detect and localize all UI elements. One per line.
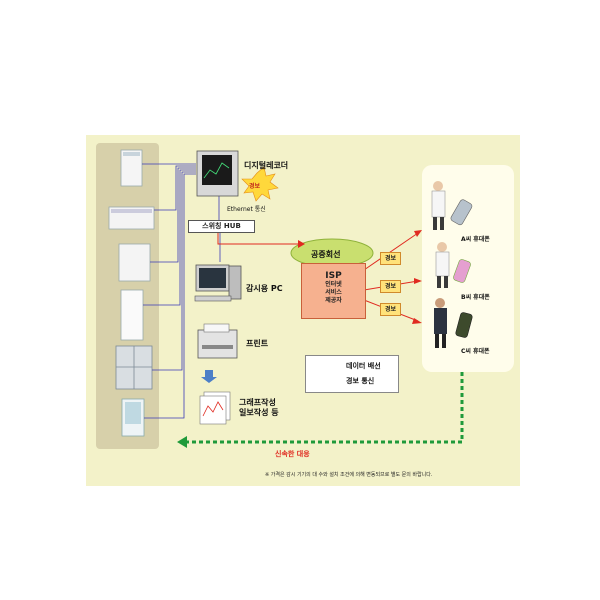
isp-line2: 서비스 — [325, 289, 342, 296]
alarm-burst-icon — [241, 166, 279, 202]
graph-label-line1: 그래프작성 — [239, 398, 276, 407]
cabinet-unit-4 — [115, 345, 153, 390]
person-a-icon — [431, 181, 446, 230]
phone-a-label: A씨 휴대폰 — [461, 236, 490, 243]
down-arrow-icon — [201, 370, 217, 383]
public-line-label: 공중회선 — [311, 250, 341, 259]
printer-label: 프린트 — [246, 339, 269, 348]
legend-data-label: 데이터 배선 — [346, 362, 381, 370]
freezer-unit-2 — [118, 243, 151, 282]
isp-line3: 제공자 — [325, 297, 342, 304]
graph-label-line2: 일보작성 등 — [239, 408, 279, 417]
alarm-burst-label: 경보 — [249, 183, 261, 190]
printer-icon — [197, 323, 238, 359]
response-line — [186, 372, 464, 444]
phone-b-label: B씨 휴대폰 — [461, 294, 490, 301]
refrigerator-unit-3 — [120, 289, 144, 341]
isp-title: ISP — [325, 271, 342, 281]
alarm-badge-c: 경보 — [380, 303, 401, 316]
alarm-arrowheads — [298, 230, 422, 324]
monitor-pc-icon — [194, 264, 242, 302]
phone-c-icon — [455, 312, 473, 338]
response-arrowhead — [177, 436, 187, 448]
alarm-badge-a: 경보 — [380, 252, 401, 265]
phone-c-label: C씨 휴대폰 — [461, 348, 490, 355]
data-wiring-lines — [142, 163, 221, 419]
ethernet-label: Ethernet 통신 — [227, 206, 266, 213]
legend-box: 데이터 배선 경보 통신 — [305, 355, 399, 393]
display-case-unit-5 — [121, 398, 145, 437]
isp-line1: 인터넷 — [325, 281, 342, 288]
digital-recorder-label: 디지털레코더 — [244, 161, 289, 170]
digital-recorder-device — [196, 150, 239, 197]
isp-box: ISP 인터넷 서비스 제공자 — [301, 263, 366, 319]
person-c-icon — [434, 298, 447, 348]
footnote: ※ 가격은 감시 기기의 대 수와 설치 조건에 의해 변동되므로 별도 문의 … — [265, 472, 433, 478]
phone-b-icon — [453, 259, 471, 283]
refrigerator-unit-1 — [120, 149, 143, 187]
freezer-chest-unit — [108, 206, 155, 230]
graph-report-icon — [199, 391, 231, 425]
phone-a-icon — [450, 199, 473, 226]
monitor-pc-label: 감시용 PC — [246, 284, 283, 293]
quick-response-label: 신속한 대응 — [275, 450, 310, 458]
switching-hub-box: 스위칭 HUB — [188, 220, 255, 233]
legend-alarm-label: 경보 통신 — [346, 377, 375, 385]
alarm-badge-b: 경보 — [380, 280, 401, 293]
person-b-icon — [435, 242, 450, 288]
